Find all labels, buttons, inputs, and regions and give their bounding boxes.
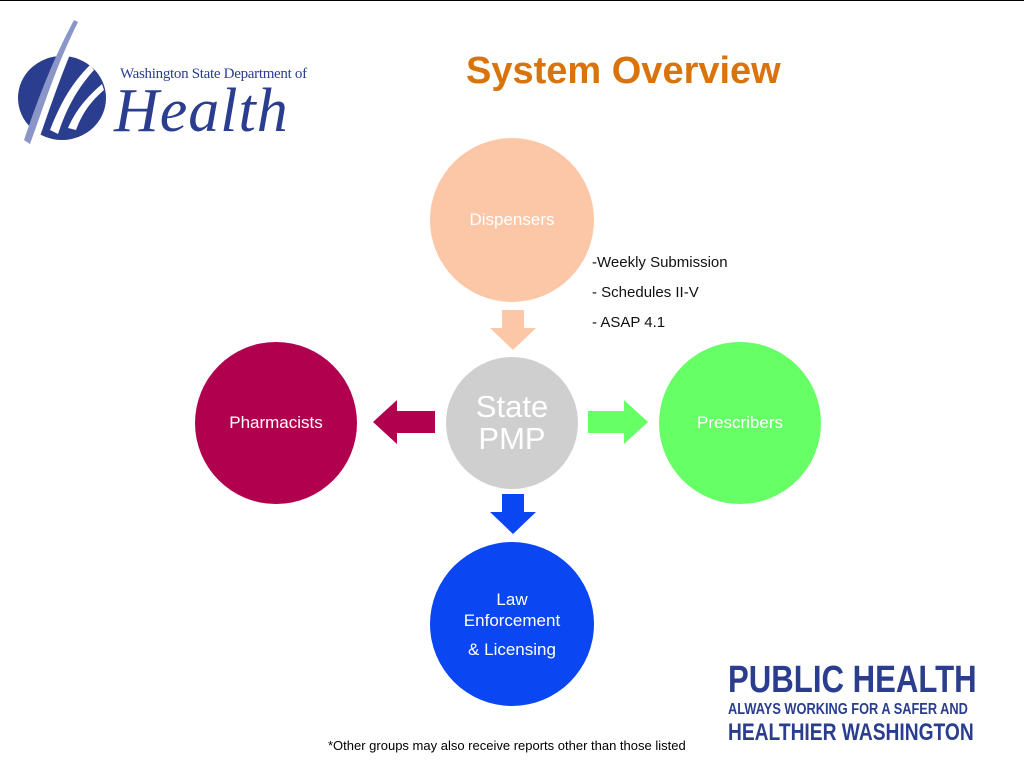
node-prescribers-label: Prescribers	[697, 413, 783, 432]
note-item: -Weekly Submission	[592, 254, 728, 271]
arrow-left-icon	[373, 400, 435, 444]
node-state-pmp-line2: PMP	[478, 421, 546, 456]
node-law-line3: & Licensing	[468, 639, 556, 659]
arrow-right-icon	[588, 400, 648, 444]
node-dispensers: Dispensers	[430, 138, 594, 302]
node-prescribers: Prescribers	[659, 342, 821, 504]
public-health-line3: HEALTHIER WASHINGTON	[728, 719, 974, 746]
feather-emblem-icon	[18, 14, 106, 144]
arrow-dispensers-to-pmp	[490, 310, 536, 350]
public-health-logo: PUBLIC HEALTH ALWAYS WORKING FOR A SAFER…	[728, 660, 1008, 750]
arrow-down-icon	[490, 310, 536, 350]
public-health-line2: ALWAYS WORKING FOR A SAFER AND	[728, 701, 968, 718]
note-item: - Schedules II-V	[592, 284, 699, 301]
arrow-pmp-to-pharmacists	[373, 400, 435, 444]
footnote: *Other groups may also receive reports o…	[328, 738, 686, 753]
arrow-down-icon	[490, 494, 536, 534]
doh-logo: Washington State Department of Health	[10, 10, 307, 155]
arrow-pmp-to-law	[490, 494, 536, 534]
logo-org-line: Washington State Department of	[120, 66, 307, 82]
public-health-line1: PUBLIC HEALTH	[728, 659, 977, 701]
slide-title: System Overview	[466, 50, 781, 92]
logo-main-text: Health	[114, 77, 289, 145]
node-law-line2: Enforcement	[463, 610, 561, 630]
node-state-pmp-line1: State	[475, 389, 549, 424]
node-state-pmp: State PMP	[446, 357, 578, 489]
node-pharmacists-label: Pharmacists	[229, 413, 323, 432]
arrow-pmp-to-prescribers	[588, 400, 648, 444]
node-dispensers-label: Dispensers	[469, 210, 555, 229]
submission-notes: -Weekly Submission - Schedules II-V - AS…	[592, 253, 728, 343]
top-border-line	[0, 0, 1024, 1]
node-law-enforcement: Law Enforcement & Licensing	[430, 542, 594, 706]
note-item: - ASAP 4.1	[592, 314, 666, 331]
node-law-line1: Law	[496, 589, 528, 609]
node-pharmacists: Pharmacists	[195, 342, 357, 504]
